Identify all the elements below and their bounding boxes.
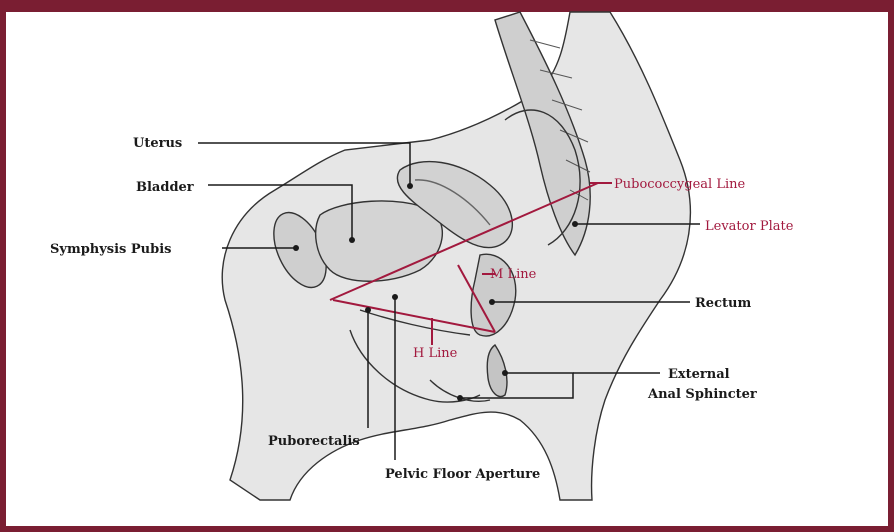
- label-levator-plate: Levator Plate: [705, 219, 794, 234]
- label-uterus: Uterus: [133, 136, 182, 151]
- label-anal-sphincter: Anal Sphincter: [647, 387, 757, 402]
- label-symphysis-pubis: Symphysis Pubis: [50, 242, 171, 257]
- label-puborectalis: Puborectalis: [268, 434, 360, 449]
- anatomy-illustration: [222, 12, 690, 500]
- label-h-line: H Line: [413, 346, 458, 361]
- label-bladder: Bladder: [136, 180, 194, 195]
- label-m-line: M Line: [490, 267, 537, 282]
- label-external: External: [668, 367, 730, 382]
- label-pubococcygeal-line: Pubococcygeal Line: [614, 177, 746, 192]
- label-pelvic-floor-aperture: Pelvic Floor Aperture: [385, 467, 540, 482]
- label-rectum: Rectum: [695, 296, 751, 311]
